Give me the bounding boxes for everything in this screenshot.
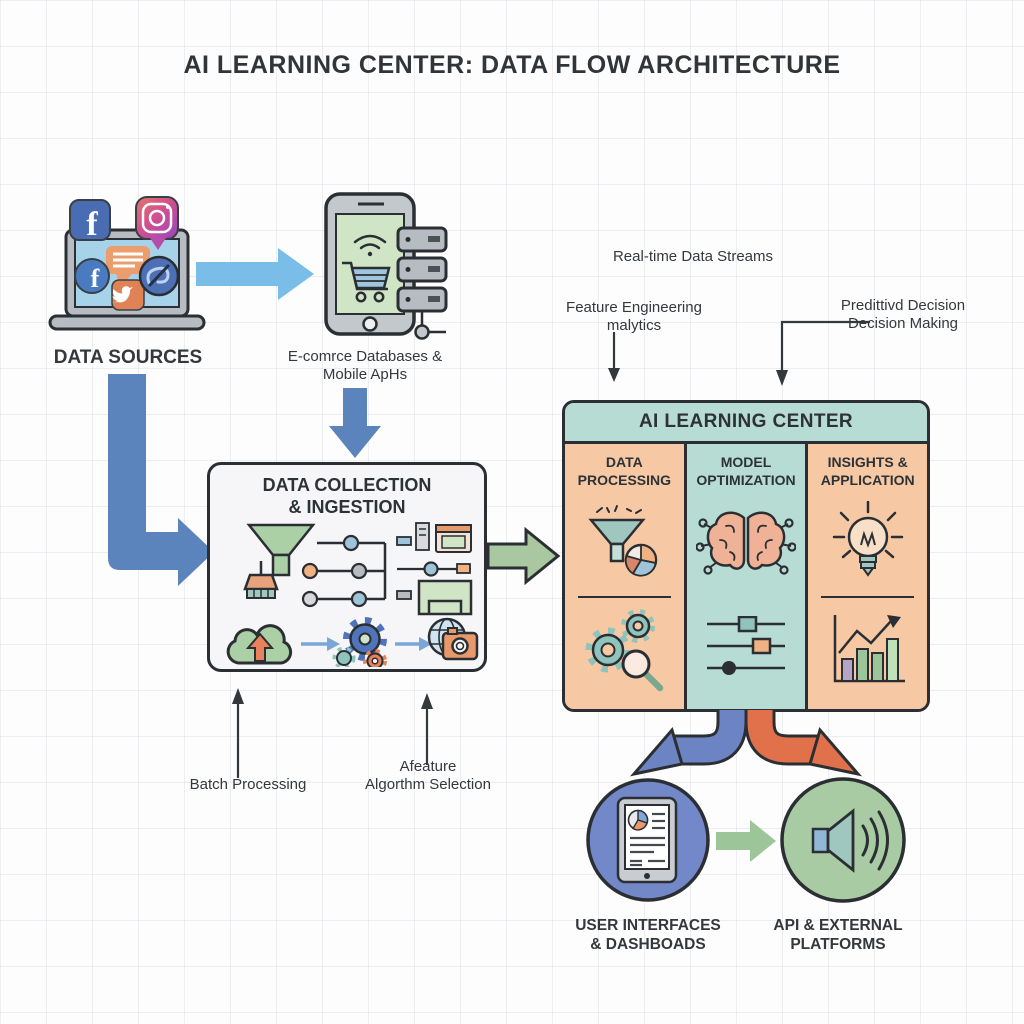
dashboard-tablet-icon <box>616 796 678 884</box>
funnel-icon <box>246 523 316 577</box>
data-collection-box: DATA COLLECTION & INGESTION <box>207 462 487 672</box>
globe-camera-icon <box>427 617 479 661</box>
batch-processing-label: Batch Processing <box>189 776 307 793</box>
column-model-optimization: MODEL OPTIMIZATION <box>683 444 806 709</box>
arrow-ui-to-api <box>716 820 776 862</box>
output-pipes <box>629 710 863 777</box>
user-interfaces-label: USER INTERFACES & DASHBOADS <box>575 917 721 953</box>
arrow-predictive-down <box>776 320 870 386</box>
ecommerce-label: E-comrce Databases & Mobile ApHs <box>287 348 443 384</box>
ai-center-title: AI LEARNING CENTER <box>565 403 927 444</box>
collection-icons <box>226 522 479 667</box>
laptop-icon: f f <box>48 196 206 331</box>
realtime-label: Real-time Data Streams <box>612 248 774 265</box>
user-interfaces-circle <box>586 778 710 902</box>
bar-chart-icon <box>833 615 905 683</box>
arrow-mobile-to-collection <box>329 388 381 458</box>
arrow-feature-down <box>608 332 620 382</box>
page-title: AI LEARNING CENTER: DATA FLOW ARCHITECTU… <box>183 51 841 79</box>
broom-icon <box>243 561 279 599</box>
arrow-to-api <box>808 726 863 777</box>
sliders-icon <box>707 616 785 675</box>
data-widgets-icon <box>396 522 473 616</box>
data-collection-title: DATA COLLECTION & INGESTION <box>262 475 432 517</box>
shopping-cart-icon <box>342 261 391 303</box>
data-sources-label: DATA SOURCES <box>53 347 203 368</box>
arrow-algorithm-up <box>421 693 433 765</box>
flow-nodes-icon <box>301 534 387 608</box>
instagram-icon <box>135 196 179 250</box>
arrow-sources-to-mobile <box>196 248 314 300</box>
column-header: MODEL OPTIMIZATION <box>696 454 796 489</box>
gears-magnifier-icon <box>585 609 664 692</box>
arrow-collection-to-ai <box>486 526 561 586</box>
gears-icon <box>332 617 387 667</box>
arrow-to-ui <box>629 726 684 777</box>
twitter-icon <box>111 279 145 311</box>
ai-learning-center-box: AI LEARNING CENTER DATA PROCESSING <box>562 400 930 712</box>
svg-text:f: f <box>86 206 98 243</box>
wifi-icon <box>353 234 387 257</box>
predictive-label: Predittivd Decision Decision Making <box>840 297 966 333</box>
arrow-sources-to-collection <box>108 374 214 586</box>
server-stack-icon <box>396 226 448 340</box>
messenger-icon <box>138 255 180 297</box>
lightbulb-icon <box>832 501 903 577</box>
feature-label: Feature Engineering malytics <box>566 299 702 335</box>
arrow-batch-up <box>232 688 244 778</box>
smartphone-icon <box>324 192 448 340</box>
speaker-icon <box>811 808 889 873</box>
column-header: INSIGHTS & APPLICATION <box>820 454 915 489</box>
column-data-processing: DATA PROCESSING <box>565 444 684 709</box>
column-divider <box>821 596 914 598</box>
chat-bubble-icon <box>106 246 150 286</box>
funnel-pie-icon <box>588 505 658 577</box>
column-insights-application: INSIGHTS & APPLICATION <box>805 444 927 709</box>
api-platforms-label: API & EXTERNAL PLATFORMS <box>773 917 903 953</box>
brain-network-icon <box>696 511 796 575</box>
svg-text:f: f <box>91 264 100 293</box>
column-header: DATA PROCESSING <box>577 454 672 489</box>
cloud-upload-icon <box>226 624 293 665</box>
column-divider <box>578 596 671 598</box>
algorithm-selection-label: Afeature Algorthm Selection <box>365 758 491 794</box>
facebook-icon: f <box>69 199 111 243</box>
facebook-circle-icon: f <box>74 258 110 294</box>
api-platforms-circle <box>780 777 906 903</box>
